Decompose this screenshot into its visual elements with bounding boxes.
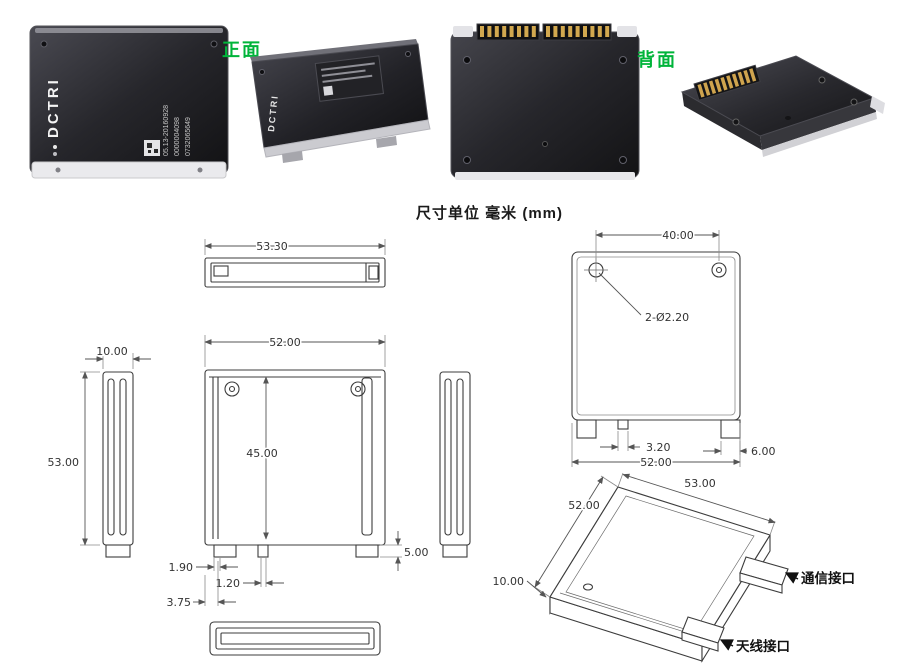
dim-iso-depth: 52.00 — [568, 499, 600, 512]
drawing-right-side-view — [439, 371, 471, 558]
top-rim — [35, 28, 223, 33]
dim-foot-height: 5.00 — [404, 546, 429, 559]
screw-hole — [463, 156, 471, 164]
end-cap — [453, 26, 473, 37]
screw-hole — [850, 98, 858, 106]
screw-hole — [259, 69, 265, 75]
gold-connector — [693, 64, 761, 101]
drawing-iso-view: 53.00 52.00 10.00 通信接口 天线接口 — [491, 472, 857, 663]
dim-tab: 3.20 — [646, 441, 671, 454]
center-hole — [542, 141, 548, 147]
brand-text: DCTRI — [266, 94, 280, 132]
dim-back-width: 52.00 — [640, 456, 672, 469]
end-cap — [617, 26, 637, 37]
bottom-cap — [31, 161, 227, 179]
photo-back-angled — [680, 55, 885, 157]
photo-front-angled: DCTRI — [250, 39, 431, 163]
dim-hole-spacing: 40.00 — [662, 229, 694, 242]
led-dot — [53, 145, 57, 149]
label-sticker — [314, 55, 384, 102]
top-edge — [250, 39, 418, 62]
front-label: 正面 — [222, 40, 262, 60]
dim-iso-thickness: 10.00 — [493, 575, 525, 588]
screw-hole — [818, 76, 826, 84]
screw-hole — [40, 40, 48, 48]
silver-rim — [263, 119, 431, 158]
photo-back-flat — [450, 23, 640, 180]
screw-hole — [405, 51, 411, 57]
dim-body-width: 52.00 — [269, 336, 301, 349]
comm-port-label: 通信接口 — [801, 570, 855, 586]
dim-iso-width: 53.00 — [684, 477, 716, 490]
dim-holes: 2-Ø2.20 — [645, 311, 689, 324]
drawing-left-side-view: 10.00 53.00 — [46, 344, 151, 558]
screw-hole — [619, 56, 627, 64]
drawing-bottom-edge-view — [209, 621, 381, 656]
foot — [376, 136, 397, 148]
back-label: 背面 — [637, 50, 677, 70]
dim-top-width: 53.30 — [256, 240, 288, 253]
drawing-top-edge-view: 53.30 — [204, 239, 386, 288]
led-dot — [53, 152, 57, 156]
dim-inner-height: 45.00 — [246, 447, 278, 460]
units-note: 尺寸单位 毫米 (mm) — [416, 205, 564, 222]
dim-side-width: 10.00 — [96, 345, 128, 358]
dimension-drawings: 53.30 10.00 53.00 — [46, 228, 857, 663]
screw-hole — [732, 118, 740, 126]
dim-lip: 1.90 — [169, 561, 194, 574]
screw-hole — [210, 40, 218, 48]
serial-line: 0000004098 — [174, 117, 181, 156]
dim-foot-width: 6.00 — [751, 445, 776, 458]
screw-hole — [463, 56, 471, 64]
dim-slot: 1.20 — [216, 577, 241, 590]
brand-text: DCTRI — [45, 77, 62, 138]
photo-front-flat: DCTRI 05.13-20160928 0000004098 07320656… — [29, 25, 229, 179]
serial-line: 05.13-20160928 — [163, 105, 170, 156]
antenna-port-label: 天线接口 — [736, 638, 790, 654]
serial-line: 0732065649 — [185, 117, 192, 156]
screw-hole — [619, 156, 627, 164]
silver-rim — [762, 112, 877, 157]
foot — [282, 151, 303, 163]
drawing-front-view: 52.00 45.00 5.00 1.90 1.20 — [165, 335, 430, 611]
drawing-back-view: 2-Ø2.20 40.00 3.20 52.00 — [571, 228, 777, 471]
end-cap — [870, 96, 885, 114]
bottom-cap — [455, 172, 635, 180]
gold-connector — [476, 23, 612, 41]
dim-side-height: 53.00 — [48, 456, 80, 469]
dim-inset: 3.75 — [167, 596, 192, 609]
qr-code — [144, 140, 160, 156]
